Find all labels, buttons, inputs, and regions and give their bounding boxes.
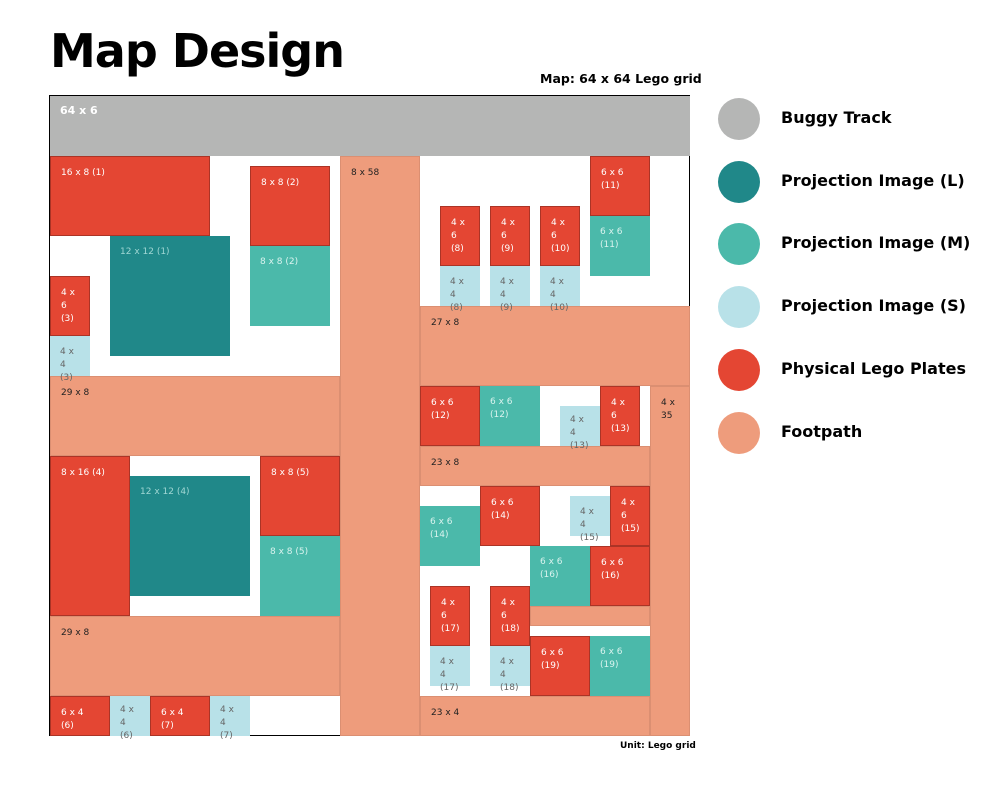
plate-4x6-17: 4 x 6 (17) bbox=[430, 586, 470, 646]
legend-item-projection-s: Projection Image (S) bbox=[718, 286, 998, 328]
legend-label: Projection Image (M) bbox=[781, 233, 971, 252]
legend-item-projection-l: Projection Image (L) bbox=[718, 161, 998, 203]
projection-m-8x8-5: 8 x 8 (5) bbox=[260, 536, 340, 616]
projection-s-4x4-17: 4 x 4 (17) bbox=[430, 646, 470, 693]
projection-m-6x6-14: 6 x 6 (14) bbox=[420, 506, 480, 566]
projection-s-4x4-9: 4 x 4 (9) bbox=[490, 266, 530, 313]
footpath-4x35: 4 x 35 bbox=[650, 386, 690, 736]
projection-s-4x4-10: 4 x 4 (10) bbox=[540, 266, 580, 313]
plate-4x6-13: 4 x 6 (13) bbox=[600, 386, 640, 446]
legend-label: Projection Image (S) bbox=[781, 296, 966, 315]
legend-swatch-buggy-track bbox=[718, 98, 760, 140]
projection-l-12x12-4: 12 x 12 (4) bbox=[130, 476, 250, 596]
projection-l-12x12-1: 12 x 12 (1) bbox=[110, 236, 230, 356]
projection-s-4x4-8: 4 x 4 (8) bbox=[440, 266, 480, 313]
legend-swatch-footpath bbox=[718, 412, 760, 454]
legend-swatch-projection-l bbox=[718, 161, 760, 203]
projection-s-4x4-6: 4 x 4 (6) bbox=[110, 696, 150, 741]
legend-item-footpath: Footpath bbox=[718, 412, 998, 454]
projection-m-6x6-16: 6 x 6 (16) bbox=[530, 546, 590, 606]
legend-swatch-lego-plates bbox=[718, 349, 760, 391]
footpath-connector bbox=[530, 606, 650, 626]
footpath-27x8: 27 x 8 bbox=[420, 306, 690, 386]
projection-s-4x4-3: 4 x 4 (3) bbox=[50, 336, 90, 383]
plate-8x8-2: 8 x 8 (2) bbox=[250, 166, 330, 246]
projection-m-6x6-12: 6 x 6 (12) bbox=[480, 386, 540, 446]
plate-6x6-19: 6 x 6 (19) bbox=[530, 636, 590, 696]
plate-4x6-8: 4 x 6 (8) bbox=[440, 206, 480, 266]
footpath-8x58: 8 x 58 bbox=[340, 156, 420, 736]
legend-item-projection-m: Projection Image (M) bbox=[718, 223, 998, 265]
plate-6x4-6: 6 x 4 (6) bbox=[50, 696, 110, 736]
map-area: 64 x 6 8 x 58 29 x 8 29 x 8 27 x 8 23 x … bbox=[50, 96, 690, 741]
plate-6x4-7: 6 x 4 (7) bbox=[150, 696, 210, 736]
projection-s-4x4-18: 4 x 4 (18) bbox=[490, 646, 530, 693]
plate-8x16-4: 8 x 16 (4) bbox=[50, 456, 130, 616]
plate-4x6-18: 4 x 6 (18) bbox=[490, 586, 530, 646]
projection-s-4x4-15: 4 x 4 (15) bbox=[570, 496, 610, 543]
plate-6x6-12: 6 x 6 (12) bbox=[420, 386, 480, 446]
plate-4x6-10: 4 x 6 (10) bbox=[540, 206, 580, 266]
legend-item-buggy-track: Buggy Track bbox=[718, 98, 998, 140]
footpath-23x8: 23 x 8 bbox=[420, 446, 650, 486]
legend-label: Projection Image (L) bbox=[781, 171, 965, 190]
legend-label: Buggy Track bbox=[781, 108, 892, 127]
plate-16x8-1: 16 x 8 (1) bbox=[50, 156, 210, 236]
footpath-29x8-lower: 29 x 8 bbox=[50, 616, 340, 696]
projection-m-6x6-19: 6 x 6 (19) bbox=[590, 636, 650, 696]
legend-label: Footpath bbox=[781, 422, 863, 441]
projection-s-4x4-7: 4 x 4 (7) bbox=[210, 696, 250, 741]
plate-8x8-5: 8 x 8 (5) bbox=[260, 456, 340, 536]
footpath-29x8-upper: 29 x 8 bbox=[50, 376, 340, 456]
projection-m-6x6-11: 6 x 6 (11) bbox=[590, 216, 650, 276]
footpath-23x4: 23 x 4 bbox=[420, 696, 650, 736]
map-grid-caption: Map: 64 x 64 Lego grid bbox=[540, 71, 702, 86]
plate-6x6-11: 6 x 6 (11) bbox=[590, 156, 650, 216]
legend-swatch-projection-s bbox=[718, 286, 760, 328]
unit-caption: Unit: Lego grid bbox=[620, 741, 696, 751]
projection-m-8x8-2: 8 x 8 (2) bbox=[250, 246, 330, 326]
plate-4x6-3: 4 x 6 (3) bbox=[50, 276, 90, 336]
legend-item-lego-plates: Physical Lego Plates bbox=[718, 349, 998, 391]
projection-s-4x4-13: 4 x 4 (13) bbox=[560, 406, 600, 451]
legend-label: Physical Lego Plates bbox=[781, 359, 966, 378]
plate-4x6-15: 4 x 6 (15) bbox=[610, 486, 650, 546]
plate-4x6-9: 4 x 6 (9) bbox=[490, 206, 530, 266]
legend-swatch-projection-m bbox=[718, 223, 760, 265]
plate-6x6-14: 6 x 6 (14) bbox=[480, 486, 540, 546]
page-title: Map Design bbox=[50, 24, 345, 78]
plate-6x6-16: 6 x 6 (16) bbox=[590, 546, 650, 606]
buggy-track: 64 x 6 bbox=[50, 96, 690, 156]
